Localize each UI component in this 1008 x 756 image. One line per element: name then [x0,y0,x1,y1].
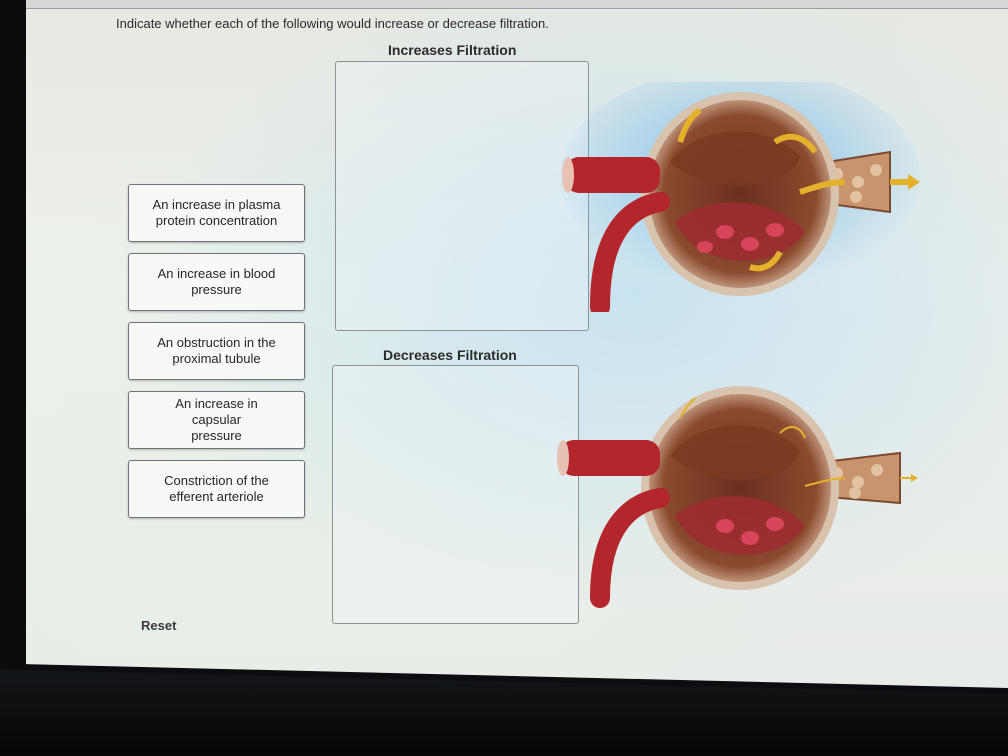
increases-filtration-dropzone[interactable] [335,61,589,331]
card-label-line: Constriction of the [164,473,269,488]
card-label-line: pressure [191,282,242,297]
glomerulus-illustration-low [557,386,918,608]
decreases-filtration-dropzone[interactable] [332,365,579,624]
card-label-line: pressure [191,428,242,443]
card-label-line: An increase in blood [157,266,276,281]
top-toolbar-edge [26,0,1008,9]
instruction-text: Indicate whether each of the following w… [116,16,549,31]
card-label-line: protein concentration [155,213,278,228]
card-label-line: efferent arteriole [169,489,264,504]
reset-button[interactable]: Reset [141,618,177,633]
monitor-left-edge [0,0,27,700]
card-label-line: An increase in plasma [152,197,281,212]
card-label-line: An increase in capsular [175,396,258,427]
card-label-line: proximal tubule [172,351,261,366]
glomerulus-illustration-high [560,82,920,312]
decreases-filtration-title: Decreases Filtration [383,347,517,363]
card-label-line: An obstruction in the [157,335,276,350]
increases-filtration-title: Increases Filtration [388,42,517,58]
